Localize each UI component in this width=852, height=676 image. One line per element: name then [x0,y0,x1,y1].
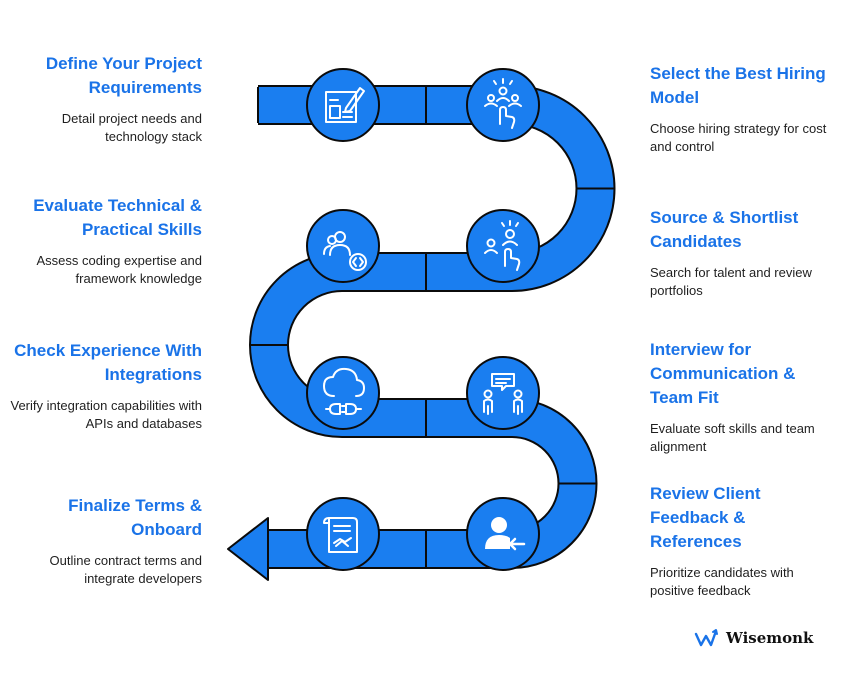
users-code-icon [323,231,367,271]
step-8-title: Finalize Terms & Onboard [68,496,202,539]
step-7-title: Review Client Feedback & References [650,484,761,551]
step-4-desc: Assess coding expertise and framework kn… [36,253,202,286]
step-5-circle [306,356,380,430]
step-1-title: Define Your Project Requirements [45,54,202,97]
step-3-desc: Search for talent and review portfolios [650,265,812,298]
contract-handshake-icon [323,517,358,553]
step-2-circle [466,68,540,142]
step-1: Define Your Project Requirements Detail … [2,52,202,146]
serpentine-path [249,85,616,569]
step-5: Check Experience With Integrations Verif… [2,339,203,433]
step-6-circle [466,356,540,430]
step-6-title: Interview for Communication & Team Fit [650,340,796,407]
two-people-chat-icon [483,373,523,415]
blueprint-pencil-icon [325,87,365,123]
brand-name: Wisemonk [726,629,814,647]
step-2-title: Select the Best Hiring Model [650,64,826,107]
hand-pointing-team-icon [484,78,522,129]
cloud-plug-icon [323,367,365,415]
step-4-title: Evaluate Technical & Practical Skills [33,196,202,239]
brand-logo: Wisemonk [694,628,813,648]
step-3: Source & Shortlist Candidates Search for… [650,206,850,300]
hand-select-person-icon [484,220,521,271]
step-1-circle [306,68,380,142]
step-1-desc: Detail project needs and technology stac… [61,111,202,144]
step-5-desc: Verify integration capabilities with API… [10,398,203,431]
user-arrow-icon [485,517,526,551]
wisemonk-logo-icon [694,629,718,647]
serpentine-path-fill [251,87,614,567]
step-7: Review Client Feedback & References Prio… [650,482,830,600]
path-arrow-head [227,517,269,581]
step-4: Evaluate Technical & Practical Skills As… [2,194,202,288]
path-dividers [250,87,615,567]
step-2: Select the Best Hiring Model Choose hiri… [650,62,850,156]
step-7-circle [466,497,540,571]
step-7-desc: Prioritize candidates with positive feed… [650,565,794,598]
step-5-title: Check Experience With Integrations [14,341,202,384]
step-8-circle [306,497,380,571]
step-6-desc: Evaluate soft skills and team alignment [650,421,815,454]
step-2-desc: Choose hiring strategy for cost and cont… [650,121,827,154]
step-6: Interview for Communication & Team Fit E… [650,338,830,456]
step-8: Finalize Terms & Onboard Outline contrac… [2,494,202,588]
step-3-title: Source & Shortlist Candidates [650,208,799,251]
step-8-desc: Outline contract terms and integrate dev… [49,553,202,586]
